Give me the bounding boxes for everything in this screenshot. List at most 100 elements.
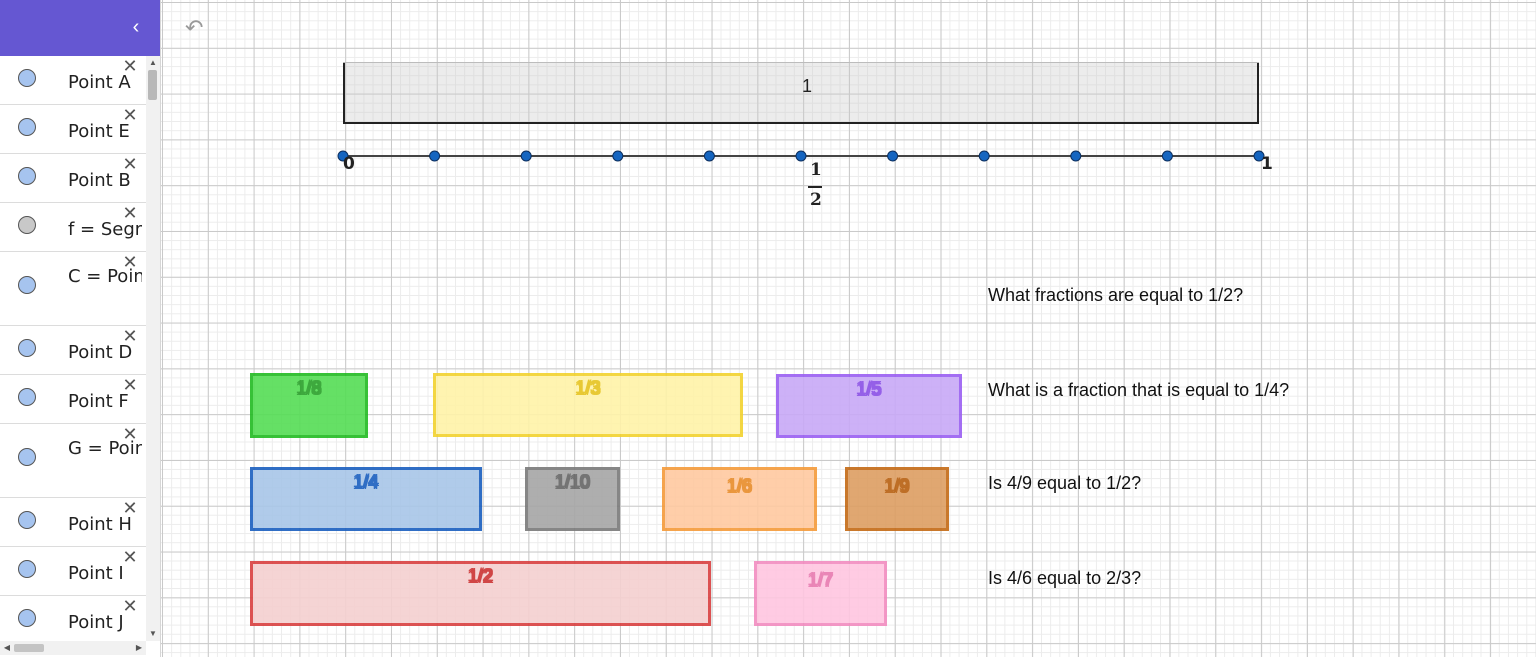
number-line-point[interactable] bbox=[520, 150, 532, 162]
close-icon[interactable]: ✕ bbox=[122, 547, 138, 567]
algebra-row-segment-f[interactable]: f = Segment ✕ bbox=[0, 203, 146, 252]
algebra-item-label: Point I bbox=[68, 563, 124, 584]
algebra-item-label: C = Point bbox=[68, 266, 142, 287]
number-line-point[interactable] bbox=[887, 150, 899, 162]
scroll-right-arrow-icon[interactable]: ▶ bbox=[135, 643, 143, 652]
fraction-bar-line bbox=[808, 186, 822, 188]
fraction-bar-1-7[interactable]: 1/7 bbox=[754, 561, 887, 626]
close-icon[interactable]: ✕ bbox=[122, 498, 138, 518]
number-line-end-label: 1 bbox=[1261, 154, 1273, 174]
algebra-header: ‹ bbox=[0, 0, 160, 56]
algebra-item-label: G = Point bbox=[68, 438, 142, 459]
graphics-view[interactable]: ↶ 1 0 1 1 2 1/8 1/3 1/5 1/4 1/10 1/6 1/9… bbox=[161, 0, 1536, 657]
half-numerator: 1 bbox=[810, 160, 822, 180]
algebra-item-label: Point F bbox=[68, 391, 129, 412]
algebra-item-label: Point J bbox=[68, 612, 124, 633]
fraction-bar-label: 1/9 bbox=[884, 476, 910, 496]
algebra-item-label: Point E bbox=[68, 121, 130, 142]
question-1: What fractions are equal to 1/2? bbox=[988, 285, 1244, 305]
algebra-row-point-e[interactable]: Point E ✕ bbox=[0, 105, 146, 154]
visibility-toggle[interactable] bbox=[18, 167, 36, 185]
number-line-point[interactable] bbox=[337, 150, 349, 162]
number-line-point[interactable] bbox=[612, 150, 624, 162]
close-icon[interactable]: ✕ bbox=[122, 375, 138, 395]
unit-bar[interactable] bbox=[343, 62, 1259, 124]
fraction-bar-1-2[interactable]: 1/2 bbox=[250, 561, 711, 626]
number-line-start-label: 0 bbox=[343, 154, 355, 174]
fraction-bar-1-4[interactable]: 1/4 bbox=[250, 467, 482, 531]
visibility-toggle[interactable] bbox=[18, 560, 36, 578]
number-line bbox=[337, 150, 1265, 162]
unit-bar-top-edge bbox=[343, 62, 1259, 63]
close-icon[interactable]: ✕ bbox=[122, 252, 138, 272]
scrollbar-thumb[interactable] bbox=[148, 70, 157, 100]
visibility-toggle[interactable] bbox=[18, 118, 36, 136]
algebra-list: Point A ✕ Point E ✕ Point B ✕ f = Segmen… bbox=[0, 56, 146, 645]
visibility-toggle[interactable] bbox=[18, 388, 36, 406]
fraction-bar-label: 1/10 bbox=[554, 472, 591, 492]
fraction-bar-1-6[interactable]: 1/6 bbox=[662, 467, 817, 531]
fraction-bar-label: 1/6 bbox=[726, 476, 753, 496]
fraction-bar-label: 1/8 bbox=[296, 378, 322, 398]
visibility-toggle[interactable] bbox=[18, 511, 36, 529]
fraction-bar-1-3[interactable]: 1/3 bbox=[433, 373, 743, 437]
fraction-bar-label: 1/5 bbox=[856, 379, 882, 399]
fraction-bar-1-8[interactable]: 1/8 bbox=[250, 373, 368, 438]
number-line-point[interactable] bbox=[1070, 150, 1082, 162]
fraction-bar-label: 1/7 bbox=[807, 570, 834, 590]
question-2: What is a fraction that is equal to 1/4? bbox=[988, 380, 1290, 400]
number-line-point[interactable] bbox=[1253, 150, 1265, 162]
algebra-item-label: Point D bbox=[68, 342, 133, 363]
algebra-row-point-i[interactable]: Point I ✕ bbox=[0, 547, 146, 596]
fraction-bar-1-10[interactable]: 1/10 bbox=[525, 467, 620, 531]
fraction-bar-1-9[interactable]: 1/9 bbox=[845, 467, 949, 531]
algebra-row-point-c[interactable]: C = Point ✕ bbox=[0, 252, 146, 326]
close-icon[interactable]: ✕ bbox=[122, 326, 138, 346]
vertical-scrollbar[interactable]: ▲ ▼ bbox=[146, 56, 160, 641]
close-icon[interactable]: ✕ bbox=[122, 56, 138, 76]
number-line-point[interactable] bbox=[1161, 150, 1173, 162]
unit-bar-label: 1 bbox=[802, 76, 813, 96]
fraction-bar-label: 1/4 bbox=[353, 472, 379, 492]
algebra-row-point-j[interactable]: Point J ✕ bbox=[0, 596, 146, 645]
chevron-left-icon[interactable]: ‹ bbox=[132, 16, 140, 38]
scrollbar-thumb[interactable] bbox=[14, 644, 44, 652]
close-icon[interactable]: ✕ bbox=[122, 154, 138, 174]
scroll-left-arrow-icon[interactable]: ◀ bbox=[3, 643, 11, 652]
number-line-point[interactable] bbox=[795, 150, 807, 162]
fraction-bar-1-5[interactable]: 1/5 bbox=[776, 374, 962, 438]
fraction-bar-label: 1/2 bbox=[467, 566, 494, 586]
number-line-point[interactable] bbox=[703, 150, 715, 162]
number-line-point[interactable] bbox=[978, 150, 990, 162]
scroll-up-arrow-icon[interactable]: ▲ bbox=[149, 58, 157, 67]
close-icon[interactable]: ✕ bbox=[122, 105, 138, 125]
algebra-item-label: Point B bbox=[68, 170, 131, 191]
question-4: Is 4/6 equal to 2/3? bbox=[988, 568, 1142, 588]
horizontal-scrollbar[interactable]: ◀ ▶ bbox=[0, 641, 146, 655]
algebra-row-point-h[interactable]: Point H ✕ bbox=[0, 498, 146, 547]
visibility-toggle[interactable] bbox=[18, 216, 36, 234]
algebra-row-point-f[interactable]: Point F ✕ bbox=[0, 375, 146, 424]
algebra-row-point-a[interactable]: Point A ✕ bbox=[0, 56, 146, 105]
algebra-item-label: f = Segment bbox=[68, 219, 142, 240]
algebra-row-point-g[interactable]: G = Point ✕ bbox=[0, 424, 146, 498]
algebra-row-point-b[interactable]: Point B ✕ bbox=[0, 154, 146, 203]
algebra-row-point-d[interactable]: Point D ✕ bbox=[0, 326, 146, 375]
fraction-bar-label: 1/3 bbox=[575, 378, 601, 398]
close-icon[interactable]: ✕ bbox=[122, 203, 138, 223]
visibility-toggle[interactable] bbox=[18, 69, 36, 87]
visibility-toggle[interactable] bbox=[18, 339, 36, 357]
visibility-toggle[interactable] bbox=[18, 276, 36, 294]
question-3: Is 4/9 equal to 1/2? bbox=[988, 473, 1142, 493]
visibility-toggle[interactable] bbox=[18, 448, 36, 466]
visibility-toggle[interactable] bbox=[18, 609, 36, 627]
close-icon[interactable]: ✕ bbox=[122, 596, 138, 616]
number-line-point[interactable] bbox=[429, 150, 441, 162]
algebra-view: ‹ Point A ✕ Point E ✕ Point B ✕ f = Segm… bbox=[0, 0, 161, 657]
algebra-item-label: Point A bbox=[68, 72, 131, 93]
half-denominator: 2 bbox=[810, 190, 822, 210]
undo-icon[interactable]: ↶ bbox=[185, 15, 204, 40]
scroll-down-arrow-icon[interactable]: ▼ bbox=[149, 629, 157, 638]
close-icon[interactable]: ✕ bbox=[122, 424, 138, 444]
algebra-item-label: Point H bbox=[68, 514, 132, 535]
